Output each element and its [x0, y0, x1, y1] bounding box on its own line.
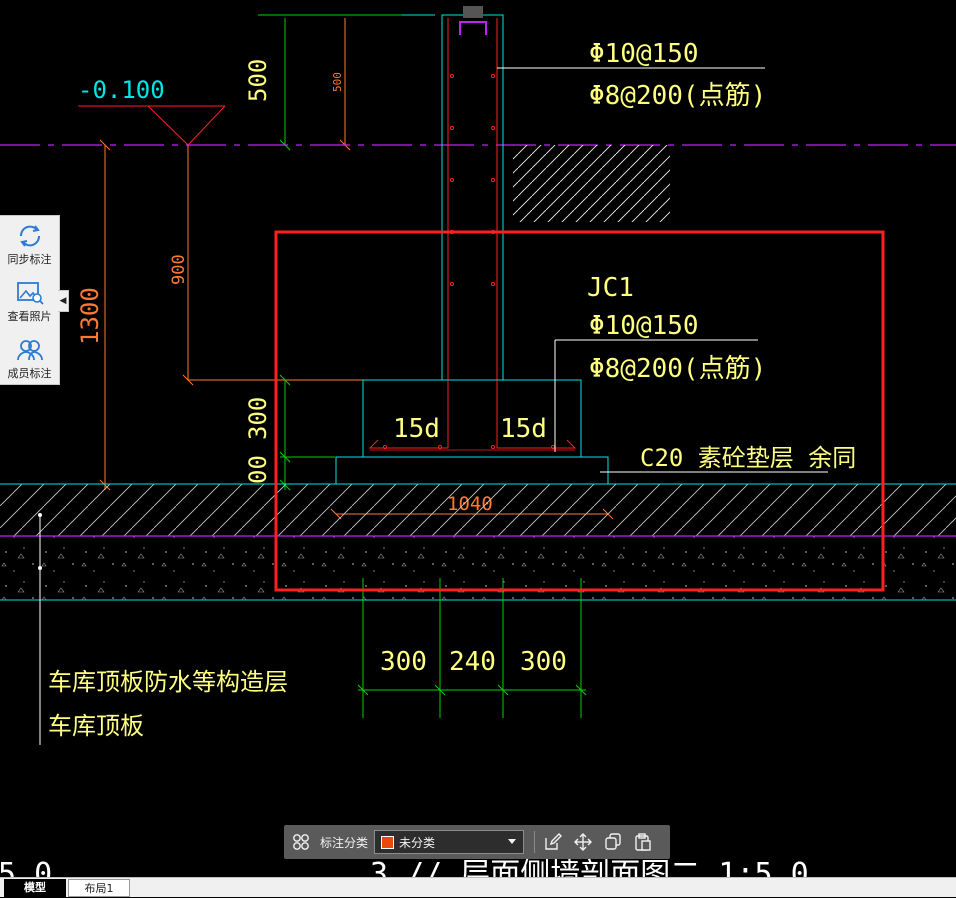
anchorage-15d-right: 15d	[500, 414, 547, 444]
rebar-jc1-line1: Φ10@150	[589, 311, 699, 341]
member-annotation-label: 成员标注	[7, 367, 52, 380]
dim-500-small-label: 500	[331, 72, 344, 92]
annotation-category-select[interactable]: 未分类	[374, 830, 525, 854]
paste-button[interactable]	[632, 831, 654, 853]
copy-icon	[605, 833, 621, 850]
elevation-label: -0.100	[78, 76, 165, 104]
wall-section	[441, 6, 504, 448]
jc1-label: JC1	[587, 273, 634, 303]
partial-drawing-title: 3 // 层面侧墙剖面图二 1:5 0	[370, 857, 809, 877]
tab-layout1[interactable]: 布局1	[68, 879, 130, 897]
cushion-note: C20 素砼垫层 余同	[600, 444, 856, 473]
cad-drawing-canvas[interactable]: 500 500 -0.100 1300 900 300 00	[0, 0, 956, 877]
view-photo-button[interactable]: 查看照片	[0, 273, 59, 330]
dimension-500-top: 500 500	[244, 18, 351, 151]
anchorage-15d-left: 15d	[393, 414, 440, 444]
partial-title-left: 5 0	[0, 857, 52, 877]
dim-300-label: 300	[244, 397, 272, 440]
paste-icon	[635, 833, 651, 851]
dimension-900: 900	[169, 145, 365, 386]
rebar-jc1-line2: Φ8@200(点筋)	[589, 354, 766, 384]
footing-jc1: 15d 15d	[335, 379, 609, 485]
edit-icon	[545, 833, 563, 850]
sync-annotation-label: 同步标注	[7, 253, 52, 266]
dim-1300-label: 1300	[76, 287, 104, 345]
dim-100-label: 00	[244, 455, 272, 484]
dim-300-left-label: 300	[380, 647, 427, 677]
rebar-callout-top: Φ10@150 Φ8@200(点筋)	[497, 39, 766, 111]
annotation-toolbar: 标注分类 未分类	[284, 825, 670, 859]
members-icon	[16, 340, 43, 361]
tab-model[interactable]: 模型	[4, 879, 66, 897]
layout-tabs-bar: 模型 布局1	[0, 877, 956, 897]
cushion-note-text: C20 素砼垫层 余同	[640, 444, 856, 472]
rebar-top-line1: Φ10@150	[589, 39, 699, 69]
dim-240-label: 240	[449, 647, 496, 677]
roof-slab-layers	[0, 483, 956, 601]
annotation-category-label: 标注分类	[320, 835, 369, 850]
rebar-top-line2: Φ8@200(点筋)	[589, 81, 766, 111]
toolbar-divider	[534, 831, 536, 853]
layer-note-waterproof: 车库顶板防水等构造层	[48, 668, 288, 696]
dimension-1300: 1300	[76, 139, 111, 491]
dim-300-right-label: 300	[520, 647, 567, 677]
annotation-category-value: 未分类	[399, 835, 436, 850]
category-color-swatch	[381, 835, 395, 849]
dimension-300-100: 300 00	[244, 374, 335, 491]
elevation-marker: -0.100	[78, 76, 226, 146]
dim-500-label: 500	[244, 59, 272, 102]
collapse-panel-handle[interactable]: ◀	[58, 290, 69, 312]
chevron-down-icon	[508, 839, 517, 844]
dim-900-label: 900	[169, 254, 189, 285]
rebar-callout-jc1: JC1 Φ10@150 Φ8@200(点筋)	[554, 273, 766, 452]
view-photo-label: 查看照片	[7, 310, 52, 323]
category-grid-button[interactable]	[290, 831, 312, 853]
copy-button[interactable]	[602, 831, 624, 853]
move-icon	[574, 833, 593, 851]
grid-icon	[293, 834, 309, 850]
edit-button[interactable]	[542, 831, 564, 853]
sync-icon	[19, 225, 40, 247]
selection-frame[interactable]	[274, 230, 885, 592]
annotation-side-panel: 同步标注 查看照片 成员标注	[0, 215, 60, 385]
layer-note-slab: 车库顶板	[48, 712, 144, 740]
dimension-widths: 300 240 300	[357, 578, 587, 718]
sync-annotation-button[interactable]: 同步标注	[0, 216, 59, 273]
collapse-arrow-icon: ◀	[59, 296, 67, 306]
photo-icon	[16, 282, 44, 305]
member-annotation-button[interactable]: 成员标注	[0, 330, 59, 387]
move-button[interactable]	[572, 831, 594, 853]
